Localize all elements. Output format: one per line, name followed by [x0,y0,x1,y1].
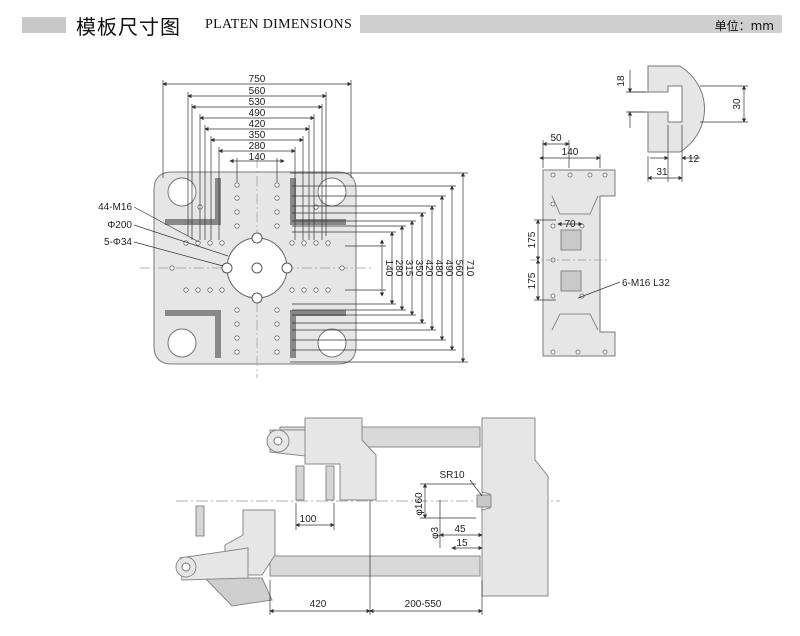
vdim-280: 280 [393,260,404,277]
side-dim-50: 50 [550,133,562,144]
corner-slot [290,178,346,225]
tapped-holes [169,182,345,355]
slot-dim-31: 31 [656,167,668,178]
corner-slot [290,310,346,358]
platen-front-view: 750 560 530 490 420 350 280 140 [98,74,475,378]
tie-bar-hole [167,328,197,358]
vdim-350: 350 [413,260,424,277]
page-title: 模板尺寸图 [76,15,181,39]
side-dim-175-bottom: 175 [527,272,538,289]
dim-560: 560 [249,86,266,97]
vdim-420: 420 [423,260,434,277]
vdim-480: 480 [433,260,444,277]
tie-bar-hole [167,177,197,207]
label-phi3: φ3 [430,527,441,539]
dim-530: 530 [249,97,266,108]
horizontal-dimension-labels: 750 560 530 490 420 350 280 140 [249,74,266,163]
dim-750: 750 [249,74,266,85]
callout-44-m16: 44-M16 [98,202,132,213]
dim-280: 280 [249,141,266,152]
callout-phi200: Φ200 [107,220,132,231]
dim-490: 490 [249,108,266,119]
dim-140: 140 [249,152,266,163]
slot-dim-12: 12 [688,154,700,165]
platen-callouts: 44-M16 Φ200 5-Φ34 [98,202,132,248]
vdim-710: 710 [464,260,475,277]
platen-side-view: 50 140 70 175 175 6-M16 L32 [527,133,670,357]
header-accent-block [22,17,66,33]
vdim-315: 315 [403,260,414,277]
slot-dim-30: 30 [732,98,743,110]
unit-label: 单位：mm [714,19,774,33]
side-dim-140: 140 [562,147,579,158]
label-45: 45 [454,524,466,535]
label-phi160: φ160 [414,492,425,516]
side-dim-70: 70 [564,219,576,230]
vdim-560: 560 [453,260,464,277]
page-subtitle: PLATEN DIMENSIONS [205,17,353,32]
slot-detail: 18 30 12 31 [616,65,748,182]
vdim-140: 140 [383,260,394,277]
vdim-490: 490 [443,260,454,277]
label-100: 100 [300,514,317,525]
callout-5-phi34: 5-Φ34 [104,237,132,248]
label-15: 15 [456,538,468,549]
corner-slot [165,178,221,225]
vertical-dimension-labels: 140 280 315 350 420 480 490 560 710 [383,260,475,277]
label-200-550: 200-550 [405,599,442,610]
callout-6-m16-l32: 6-M16 L32 [622,278,670,289]
corner-slot [165,310,221,358]
side-dim-175-top: 175 [527,231,538,248]
label-sr10: SR10 [439,470,464,481]
machine-side-view: SR10 φ160 φ3 45 15 100 420 200-550 [175,417,560,615]
label-420: 420 [310,599,327,610]
slot-dim-18: 18 [616,75,627,87]
dim-420: 420 [249,119,266,130]
tie-bar-hole [317,328,347,358]
header-bar [360,15,782,33]
dim-350: 350 [249,130,266,141]
